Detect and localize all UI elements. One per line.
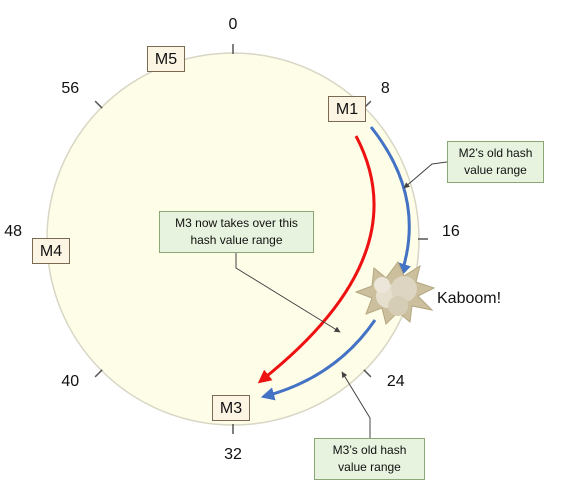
ring-ticks: 0 8 16 24 32 40 48 56 [4, 16, 460, 463]
ring-tick-label-16: 16 [442, 223, 460, 240]
ring-tick-56 [94, 100, 103, 109]
callout-m3-old-range-line-1: M3’s old hash [332, 443, 407, 457]
ring-tick-40 [94, 369, 103, 378]
ring-tick-label-40: 40 [61, 373, 79, 390]
m3-takes-over-leader [235, 249, 341, 333]
ring-tick-label-24: 24 [387, 373, 405, 390]
callout-m3-takes-over-line-2: hash value range [190, 233, 283, 247]
ring-tick-label-0: 0 [229, 16, 238, 33]
m3-new-range-arrow [257, 135, 376, 384]
ring-tick-24 [363, 369, 372, 378]
callout-m2-old-range: M2’s old hash value range [447, 141, 544, 183]
node-m5: M5 [147, 46, 185, 72]
node-m4: M4 [32, 238, 70, 264]
explosion-icon [354, 261, 436, 325]
callout-m2-old-range-line-1: M2’s old hash [458, 146, 533, 160]
node-m3: M3 [212, 395, 250, 421]
ring-tick-label-32: 32 [224, 446, 242, 463]
m3-old-range-leader [341, 371, 371, 438]
ring-tick-label-8: 8 [381, 80, 390, 97]
callout-m3-takes-over: M3 now takes over this hash value range [159, 211, 314, 253]
kaboom-label: Kaboom! [437, 290, 502, 307]
m2-old-range-arrow [369, 126, 411, 278]
callout-m2-old-range-line-2: value range [464, 163, 527, 177]
callout-m3-old-range-line-2: value range [338, 460, 401, 474]
node-m1: M1 [328, 96, 366, 122]
m2-old-range-leader [403, 161, 448, 189]
callout-m3-old-range: M3’s old hash value range [314, 438, 425, 480]
m3-old-range-arrow [260, 319, 377, 401]
ring-tick-label-48: 48 [4, 223, 22, 240]
callout-m3-takes-over-line-1: M3 now takes over this [175, 216, 298, 230]
ring-tick-label-56: 56 [61, 80, 79, 97]
